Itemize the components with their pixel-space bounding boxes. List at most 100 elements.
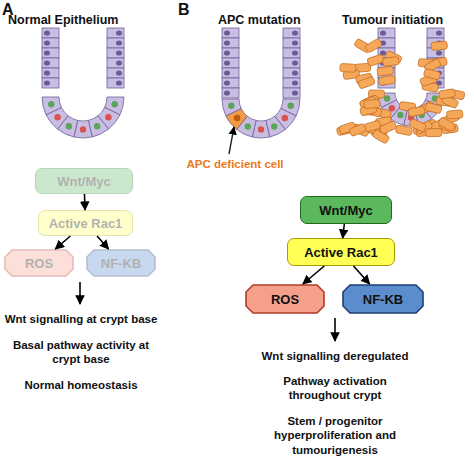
cell-nucleus	[44, 50, 50, 55]
epithelial-cell	[222, 68, 239, 78]
outcome-text: Normal homeostasis	[0, 378, 162, 392]
cell-nucleus	[44, 40, 50, 45]
tumour-cell	[365, 38, 383, 53]
epithelial-cell	[107, 38, 124, 48]
node-label: NF-KB	[363, 292, 403, 307]
tumour-cell	[438, 89, 455, 99]
stem-cell-nucleus	[384, 95, 390, 101]
cell-nucleus	[116, 40, 122, 45]
cell-nucleus	[116, 50, 122, 55]
node-label: Active Rac1	[304, 245, 378, 260]
epithelial-cell	[222, 58, 239, 68]
node-label: Active Rac1	[49, 216, 123, 231]
node-label: ROS	[25, 256, 53, 271]
outcome-text: Wnt signalling at crypt base	[0, 312, 162, 326]
crypt	[42, 28, 124, 138]
cell-nucleus	[380, 30, 386, 35]
panel-heading: Tumour initiation	[342, 13, 474, 29]
epithelial-cell	[107, 28, 124, 38]
tumour-cell	[408, 106, 425, 117]
pathway-box: Wnt/Myc	[35, 168, 133, 194]
octagon-shape	[87, 250, 155, 276]
epithelial-cell	[283, 48, 300, 58]
stem-cell-nucleus	[111, 101, 117, 107]
stem-cell-nucleus	[48, 101, 54, 107]
node-label: NF-KB	[101, 256, 141, 271]
pathway-box: Wnt/Myc	[300, 196, 392, 224]
cell-nucleus	[116, 60, 122, 65]
epithelial-cell	[42, 38, 59, 48]
tumour-cell	[349, 123, 367, 136]
pathway-arrow	[303, 266, 324, 284]
node-label: Wnt/Myc	[319, 203, 372, 218]
cell-nucleus	[292, 30, 298, 35]
tumour-cell	[340, 63, 356, 72]
tumour-cell	[377, 66, 394, 76]
stem-cell-nucleus	[228, 103, 234, 109]
tumour-cell	[382, 57, 399, 67]
octagon-shape	[246, 285, 324, 313]
pathway-arrow	[354, 266, 370, 284]
epithelial-cell	[42, 78, 59, 88]
tumour-cell	[358, 76, 376, 89]
epithelial-cell	[42, 48, 59, 58]
stem-cell-nucleus	[234, 115, 240, 121]
base-cell	[222, 99, 241, 116]
cell-nucleus	[436, 30, 442, 35]
tumour-cell	[425, 102, 442, 113]
stem-cell-nucleus	[245, 123, 251, 129]
tumour-mass	[336, 38, 465, 144]
epithelial-cell	[283, 68, 300, 78]
pathway-arrow	[84, 194, 86, 210]
epithelial-cell	[107, 78, 124, 88]
epithelial-cell	[107, 68, 124, 78]
outcome-text: Pathway activation throughout crypt	[260, 374, 410, 403]
cell-nucleus	[224, 40, 230, 45]
stem-cell-nucleus	[258, 126, 264, 132]
effector-box: ROS	[245, 284, 325, 314]
pathway-box: Active Rac1	[38, 210, 133, 236]
epithelial-cell	[283, 28, 300, 38]
cell-nucleus	[292, 70, 298, 75]
crypt	[222, 28, 300, 138]
pathway-box: Active Rac1	[287, 238, 395, 266]
node-label: ROS	[271, 292, 299, 307]
effector-box: NF-KB	[342, 284, 424, 314]
cell-nucleus	[292, 90, 298, 95]
panel-heading: Normal Epithelium	[8, 13, 158, 29]
epithelial-cell	[283, 58, 300, 68]
tumour-cell	[395, 125, 412, 136]
cell-nucleus	[116, 30, 122, 35]
pathway-arrow	[97, 236, 109, 249]
cell-nucleus	[224, 60, 230, 65]
epithelial-cell	[42, 58, 59, 68]
callout-label: APC deficient cell	[185, 157, 285, 171]
pathway-arrow	[55, 236, 70, 249]
cell-nucleus	[224, 90, 230, 95]
cell-nucleus	[436, 50, 442, 55]
stem-cell-nucleus	[271, 123, 277, 129]
epithelial-cell	[42, 28, 59, 38]
tumour-cell	[364, 99, 381, 108]
outcome-text: Wnt signalling deregulated	[240, 349, 430, 363]
tumour-cell	[431, 41, 448, 51]
tumour-cell	[367, 54, 385, 66]
cell-nucleus	[224, 30, 230, 35]
effector-box: ROS	[4, 249, 74, 277]
epithelial-cell	[222, 88, 239, 98]
cell-nucleus	[292, 40, 298, 45]
tumour-cell	[378, 75, 395, 86]
stem-cell-nucleus	[105, 114, 111, 120]
tumour-cell	[426, 128, 442, 136]
tumour-cell	[423, 68, 441, 80]
effector-box: NF-KB	[86, 249, 156, 277]
base-cell	[42, 97, 61, 115]
epithelial-cell	[283, 38, 300, 48]
outcome-text: Basal pathway activity at crypt base	[0, 338, 162, 367]
cell-nucleus	[116, 70, 122, 75]
pointer-arrow	[229, 127, 234, 154]
cell-nucleus	[292, 50, 298, 55]
epithelial-cell	[283, 88, 300, 98]
cell-nucleus	[224, 80, 230, 85]
